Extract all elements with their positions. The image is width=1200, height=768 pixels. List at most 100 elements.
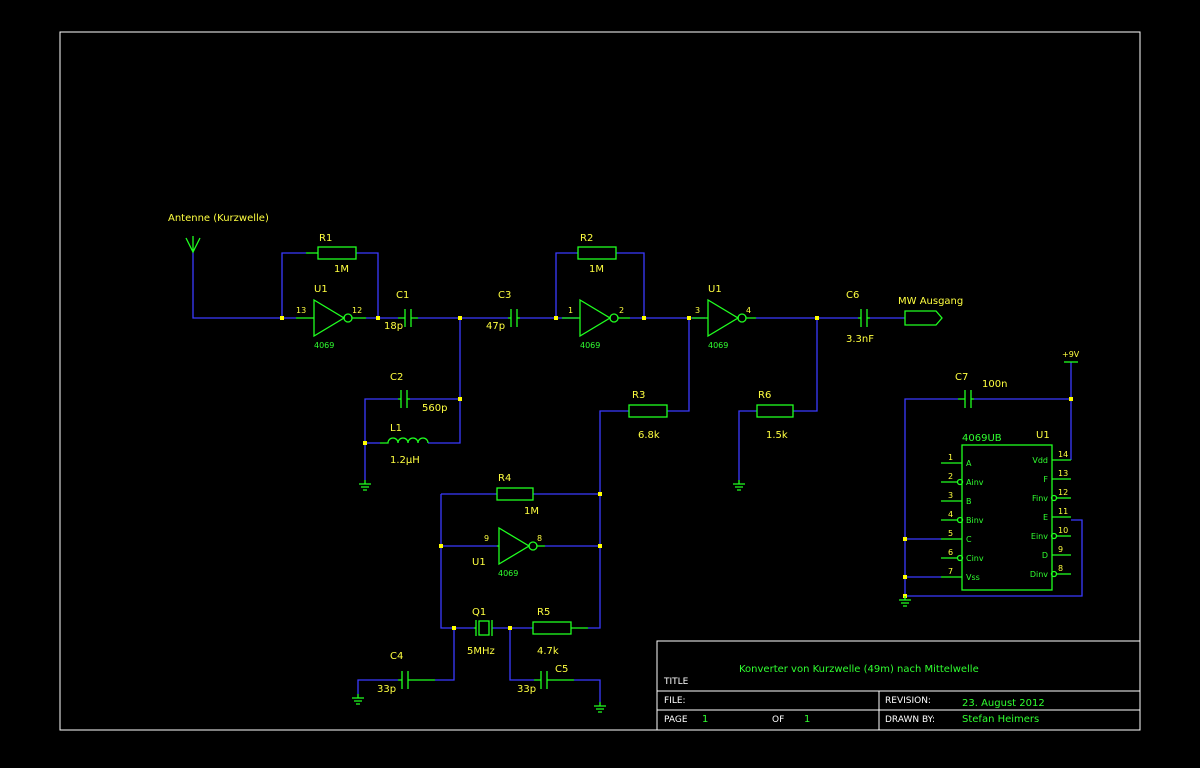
c4-ref: C4 <box>390 651 403 662</box>
ic-pin-name: Dinv <box>1030 570 1048 579</box>
inverter-4-pin-out: 8 <box>537 534 542 543</box>
ic-pin-left: 5C <box>941 529 972 544</box>
ic-pin-name: E <box>1043 513 1048 522</box>
revision-label: REVISION: <box>885 696 931 706</box>
crystal-q1 <box>474 620 493 636</box>
revision-value: 23. August 2012 <box>962 698 1045 709</box>
ic-pin-number: 8 <box>1058 564 1063 573</box>
r1-ref: R1 <box>319 233 332 244</box>
ic-pin-name: Vss <box>966 573 980 582</box>
antenna-label: Antenne (Kurzwelle) <box>168 213 269 224</box>
capacitor-c6 <box>858 309 870 327</box>
ic-pin-number: 10 <box>1058 526 1068 535</box>
ic-pin-name: Finv <box>1032 494 1048 503</box>
ic-pin-name: Vdd <box>1032 456 1048 465</box>
ic-pin-number: 4 <box>948 510 953 519</box>
ic-pin-name: D <box>1042 551 1048 560</box>
inverter-4-ref: U1 <box>472 557 486 568</box>
inverter-3-part: 4069 <box>708 341 728 350</box>
q1-value: 5MHz <box>467 646 495 657</box>
page-value: 1 <box>702 714 708 725</box>
inverter-3-ref: U1 <box>708 284 722 295</box>
c3-value: 47p <box>486 321 505 332</box>
r4-ref: R4 <box>498 473 511 484</box>
ic-pin-name: C <box>966 535 972 544</box>
junction-dot <box>903 537 907 541</box>
title-block <box>656 640 1141 731</box>
ic-pin-number: 12 <box>1058 488 1068 497</box>
junction-dot <box>1069 397 1073 401</box>
ic-pin-number: 3 <box>948 491 953 500</box>
ground-icon <box>899 596 911 607</box>
inverter-1-part: 4069 <box>314 341 334 350</box>
file-label: FILE: <box>664 696 686 706</box>
c6-value: 3.3nF <box>846 334 874 345</box>
junction-dot <box>439 544 443 548</box>
ground-symbols <box>352 480 911 713</box>
output-port <box>904 310 943 326</box>
of-label: OF <box>772 715 784 725</box>
junction-dot <box>458 397 462 401</box>
c5-value: 33p <box>517 684 536 695</box>
ic-pin-number: 2 <box>948 472 953 481</box>
inverter-3-pin-in: 3 <box>695 306 700 315</box>
junction-dot <box>458 316 462 320</box>
r2-ref: R2 <box>580 233 593 244</box>
inverter-4 <box>497 526 545 566</box>
c7-ref: C7 <box>955 372 968 383</box>
l1-value: 1.2µH <box>390 455 420 466</box>
inverter-2 <box>562 298 630 338</box>
drawn-by-value: Stefan Heimers <box>962 714 1039 725</box>
ic-pin-name: F <box>1043 475 1048 484</box>
c1-value: 18p <box>384 321 403 332</box>
inverter-4-pin-in: 9 <box>484 534 489 543</box>
inverter-4-part: 4069 <box>498 569 518 578</box>
ic-pin-name: B <box>966 497 972 506</box>
inverter-3-pin-out: 4 <box>746 306 751 315</box>
ic-pin-number: 6 <box>948 548 953 557</box>
antenna-symbol <box>185 236 201 254</box>
junction-dot <box>642 316 646 320</box>
capacitor-c4 <box>398 671 435 689</box>
inverter-2-part: 4069 <box>580 341 600 350</box>
drawing-frame <box>59 31 1141 731</box>
l1-ref: L1 <box>390 423 402 434</box>
junction-dot <box>554 316 558 320</box>
ic-pin-name: Ainv <box>966 478 984 487</box>
resistor-r5 <box>532 621 588 635</box>
page-label: PAGE <box>664 715 688 725</box>
capacitor-c2 <box>398 390 410 408</box>
title-label: TITLE <box>663 677 689 687</box>
inverter-1-pin-out: 12 <box>352 306 362 315</box>
ic-pin-name: Einv <box>1031 532 1048 541</box>
ground-icon <box>733 480 745 491</box>
ic-pin-number: 5 <box>948 529 953 538</box>
junction-dot <box>376 316 380 320</box>
junction-dot <box>280 316 284 320</box>
c7-value: 100n <box>982 379 1007 390</box>
junction-dot <box>363 441 367 445</box>
capacitor-c1 <box>398 309 418 327</box>
drawn-by-label: DRAWN BY: <box>885 715 935 725</box>
ic-pin-left: 1A <box>941 453 972 468</box>
ic-pin-right: 9D <box>1042 545 1071 560</box>
r5-value: 4.7k <box>537 646 559 657</box>
ic-pin-number: 11 <box>1058 507 1068 516</box>
r3-value: 6.8k <box>638 430 660 441</box>
inverter-1 <box>296 298 366 338</box>
junction-dots <box>280 316 1073 630</box>
ic-pin-number: 14 <box>1058 450 1068 459</box>
c4-value: 33p <box>377 684 396 695</box>
inductor-l1 <box>380 437 429 444</box>
junction-dot <box>508 626 512 630</box>
junction-dot <box>903 575 907 579</box>
inverter-1-ref: U1 <box>314 284 328 295</box>
c2-ref: C2 <box>390 372 403 383</box>
ic-pin-name: Binv <box>966 516 984 525</box>
